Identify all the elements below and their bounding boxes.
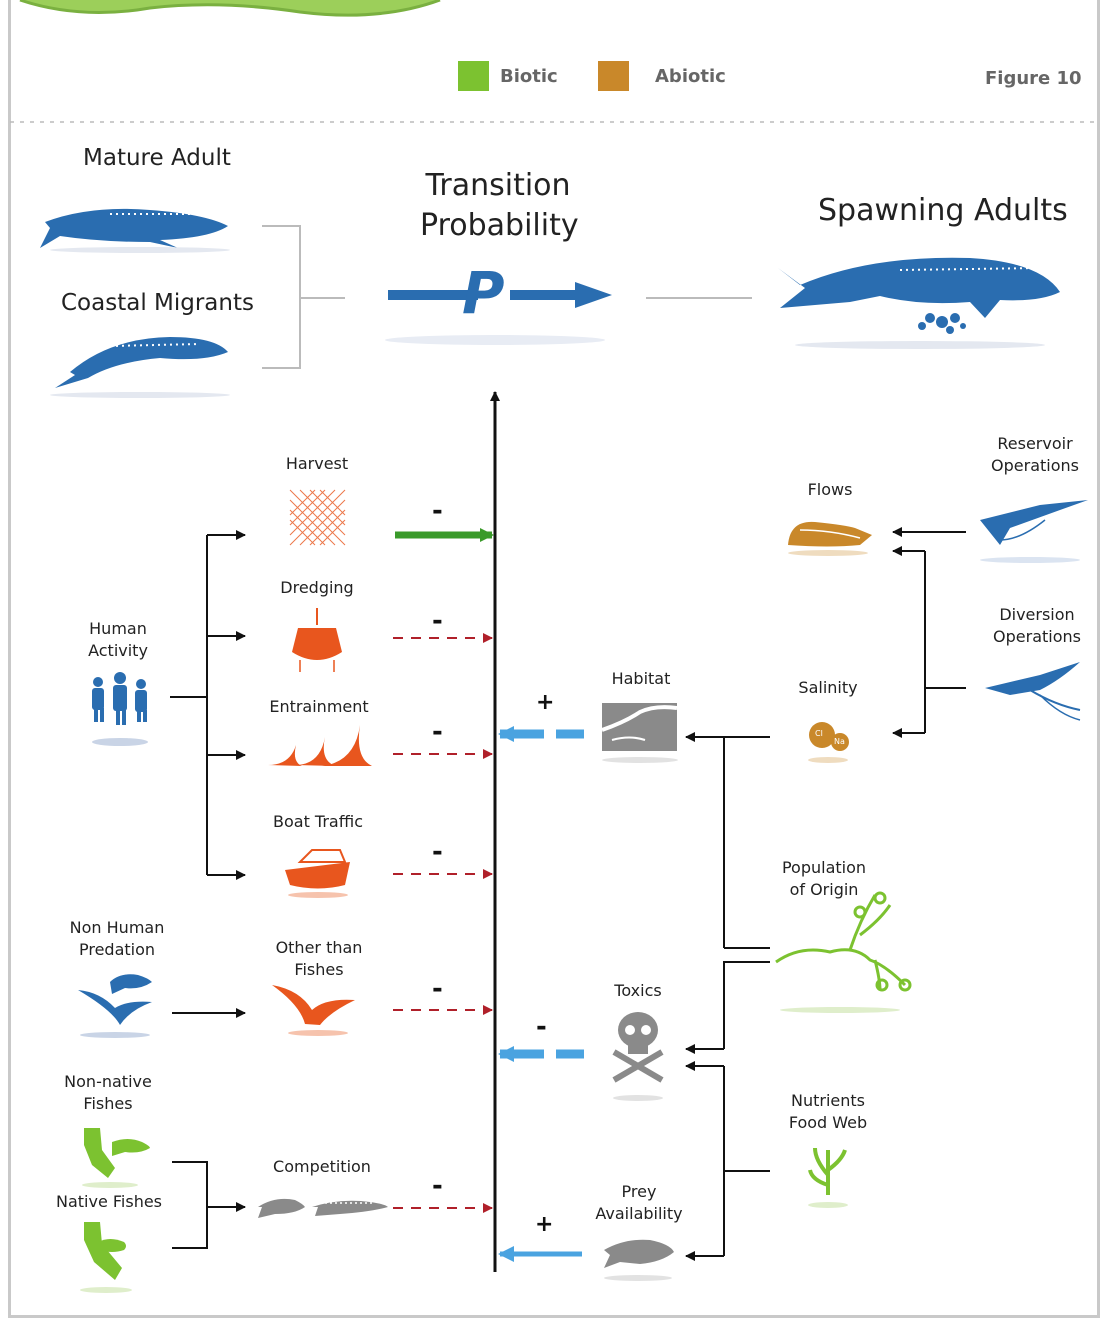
boat-traffic-sign: - bbox=[432, 837, 443, 867]
abiotic-legend-label: Abiotic bbox=[655, 66, 726, 87]
california-nonnative-fish-icon bbox=[82, 1128, 150, 1188]
people-icon bbox=[92, 672, 148, 746]
figure-number: Figure 10 bbox=[985, 68, 1082, 89]
transition-arrow-icon bbox=[385, 282, 612, 345]
fishing-net-icon bbox=[289, 489, 346, 546]
transition-label-line2: Probability bbox=[420, 208, 579, 243]
other-than-fishes-label-2: Fishes bbox=[294, 960, 344, 979]
population-origin-label-1: Population bbox=[781, 858, 867, 877]
nutrients-plant-icon bbox=[808, 1147, 847, 1195]
native-fishes-label: Native Fishes bbox=[55, 1192, 163, 1211]
biotic-legend-label: Biotic bbox=[500, 66, 558, 87]
flows-icon bbox=[788, 521, 872, 556]
diversion-operations-label-2: Operations bbox=[993, 627, 1081, 646]
harvest-sign: - bbox=[432, 496, 443, 526]
population-origin-icon bbox=[775, 891, 912, 992]
salinity-cl-ion: Cl bbox=[815, 729, 823, 738]
competition-sign: - bbox=[432, 1171, 443, 1201]
california-native-fish-icon bbox=[80, 1222, 132, 1293]
salinity-icon bbox=[808, 722, 849, 763]
population-origin-label-2: of Origin bbox=[789, 880, 859, 899]
salinity-na-ion: Na bbox=[834, 737, 845, 746]
competition-label: Competition bbox=[273, 1157, 371, 1176]
prey-availability-label-2: Availability bbox=[595, 1204, 683, 1223]
habitat-sign: + bbox=[536, 690, 555, 715]
dredge-bucket-icon bbox=[292, 608, 342, 672]
biotic-legend-swatch bbox=[458, 61, 489, 91]
reservoir-operations-label-2: Operations bbox=[991, 456, 1079, 475]
probability-symbol: P bbox=[462, 259, 505, 327]
human-activity-label-1: Human bbox=[89, 619, 147, 638]
skull-crossbones-icon bbox=[612, 1012, 664, 1101]
spawning-adults-label: Spawning Adults bbox=[818, 193, 1068, 228]
coastal-migrants-label: Coastal Migrants bbox=[61, 290, 254, 316]
bird-icon bbox=[272, 985, 355, 1036]
header-logo-fragment bbox=[19, 0, 441, 17]
dredging-label: Dredging bbox=[280, 578, 354, 597]
diversion-operations-label-1: Diversion bbox=[999, 605, 1075, 624]
non-human-predation-label-2: Predation bbox=[78, 940, 156, 959]
reservoir-icon bbox=[980, 500, 1088, 563]
coastal-migrant-fish-icon bbox=[50, 337, 230, 398]
diversion-icon bbox=[985, 662, 1081, 721]
nutrients-food-web-label-1: Nutrients bbox=[791, 1091, 865, 1110]
non-native-fishes-label-1: Non-native bbox=[64, 1072, 152, 1091]
mature-adult-fish-icon bbox=[40, 208, 230, 253]
human-activity-label-2: Activity bbox=[88, 641, 148, 660]
mature-adult-label: Mature Adult bbox=[83, 145, 231, 171]
prey-availability-sign: + bbox=[535, 1212, 554, 1237]
nutrients-shadow bbox=[808, 1202, 848, 1208]
human-activity-connectors bbox=[170, 530, 246, 1249]
harvest-label: Harvest bbox=[285, 454, 349, 473]
salinity-label: Salinity bbox=[798, 678, 858, 697]
prey-availability-label-1: Prey bbox=[621, 1182, 657, 1201]
stage-bracket bbox=[262, 225, 345, 369]
spawning-adult-fish-icon bbox=[778, 257, 1060, 349]
boat-icon bbox=[285, 849, 350, 898]
flows-label: Flows bbox=[807, 480, 853, 499]
transition-label-line1: Transition bbox=[425, 168, 571, 203]
other-than-fishes-sign: - bbox=[432, 974, 443, 1004]
toxics-label: Toxics bbox=[614, 981, 662, 1000]
competing-fishes-icon bbox=[258, 1198, 388, 1218]
nutrients-food-web-label-2: Food Web bbox=[788, 1113, 868, 1132]
non-human-predation-label-1: Non Human bbox=[69, 918, 165, 937]
entrainment-label: Entrainment bbox=[269, 697, 369, 716]
bird-and-fish-icon bbox=[78, 974, 152, 1038]
dredging-sign: - bbox=[432, 606, 443, 636]
toxics-sign: - bbox=[536, 1012, 547, 1042]
right-driver-connectors bbox=[685, 527, 966, 1261]
boat-traffic-label: Boat Traffic bbox=[273, 812, 363, 831]
other-than-fishes-label-1: Other than bbox=[275, 938, 363, 957]
habitat-icon bbox=[601, 703, 678, 763]
non-native-fishes-label-2: Fishes bbox=[83, 1094, 133, 1113]
population-origin-shadow bbox=[780, 1007, 900, 1013]
entrainment-sign: - bbox=[432, 717, 443, 747]
habitat-label: Habitat bbox=[611, 669, 671, 688]
abiotic-legend-swatch bbox=[598, 61, 629, 91]
prey-fish-icon bbox=[604, 1239, 674, 1281]
reservoir-operations-label-1: Reservoir bbox=[997, 434, 1073, 453]
entrainment-waves-icon bbox=[268, 725, 372, 766]
